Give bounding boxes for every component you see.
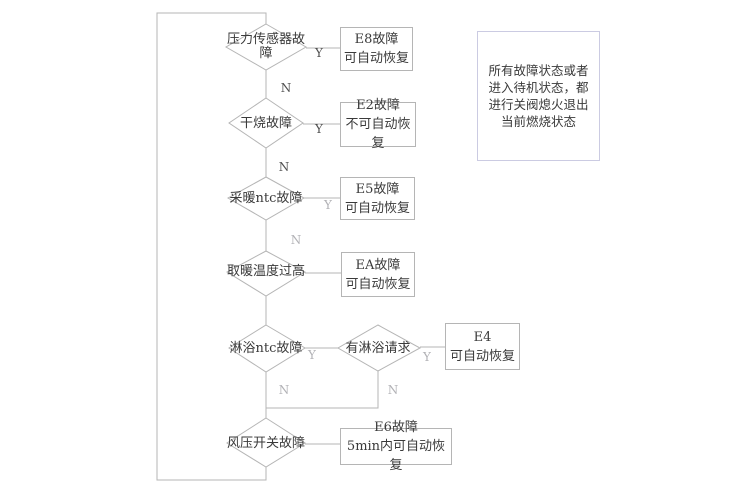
decision-shape-heating-overtemp: [225, 250, 307, 297]
decision-shape-heating-ntc-fault: [226, 176, 306, 221]
result-box-e6: E6故障 5min内可自动恢复: [340, 420, 452, 473]
branch-label-no-dry-burn: N: [278, 160, 290, 174]
decision-label-shower-request: 有淋浴请求: [345, 341, 411, 356]
result-code: E5故障: [355, 181, 400, 197]
branch-label-no-shower-request: N: [387, 383, 399, 397]
decision-shape-shower-ntc-fault: [228, 324, 306, 373]
result-desc: 5min内可自动恢复: [346, 439, 446, 473]
loop-line: [156, 12, 267, 481]
decision-shape-shower-request: [336, 324, 422, 372]
branch-label-yes-pressure-sensor: Y: [315, 46, 323, 60]
decision-label-heating-ntc-fault: 采暖ntc故障: [229, 191, 303, 206]
result-code: E6故障: [374, 420, 418, 435]
result-code: E8故障: [354, 32, 399, 47]
result-box-ea: EA故障 可自动恢复: [341, 252, 415, 297]
decision-label-air-pressure-switch-fault: 风压开关故障: [226, 436, 305, 451]
note-line: 进行关阀熄火退出: [488, 97, 589, 112]
decision-label-dry-burn-fault: 干烧故障: [239, 116, 292, 131]
branch-label-no-pressure-sensor: N: [280, 81, 292, 95]
result-desc: 可自动恢复: [344, 200, 410, 216]
result-desc: 不可自动恢复: [345, 117, 411, 151]
result-desc: 可自动恢复: [345, 276, 411, 292]
note-line: 当前燃烧状态: [500, 114, 576, 129]
decision-label-pressure-sensor-fault: 压力传感器故障: [226, 32, 305, 61]
result-box-e5: E5故障 可自动恢复: [340, 177, 415, 220]
note-box: 所有故障状态或者 进入待机状态，都 进行关阀熄火退出 当前燃烧状态: [477, 31, 600, 161]
result-box-e4: E4 可自动恢复: [445, 323, 520, 370]
decision-shape-pressure-sensor-fault: [224, 23, 308, 71]
note-line: 进入待机状态，都: [488, 80, 589, 95]
branch-label-no-heating-ntc: N: [290, 233, 302, 247]
result-code: E2故障: [356, 98, 400, 113]
result-desc: 可自动恢复: [343, 51, 409, 66]
decision-label-shower-ntc-fault: 淋浴ntc故障: [229, 341, 303, 356]
result-code: E4: [473, 329, 492, 345]
result-code: EA故障: [355, 257, 401, 273]
result-desc: 可自动恢复: [449, 348, 515, 364]
result-box-e8: E8故障 可自动恢复: [340, 27, 413, 71]
connector-shower-request-no: [266, 371, 379, 409]
note-line: 所有故障状态或者: [488, 63, 589, 78]
result-box-e2: E2故障 不可自动恢复: [340, 98, 416, 151]
branch-label-yes-heating-ntc: Y: [324, 198, 332, 212]
decision-label-heating-overtemp: 取暖温度过高: [226, 264, 305, 279]
branch-label-yes-dry-burn: Y: [315, 122, 323, 136]
branch-label-yes-shower-ntc: Y: [308, 348, 316, 362]
branch-label-yes-shower-request: Y: [423, 350, 431, 364]
decision-shape-air-pressure-switch-fault: [226, 417, 306, 468]
branch-label-no-shower-ntc: N: [278, 383, 290, 397]
decision-shape-dry-burn-fault: [228, 97, 304, 149]
